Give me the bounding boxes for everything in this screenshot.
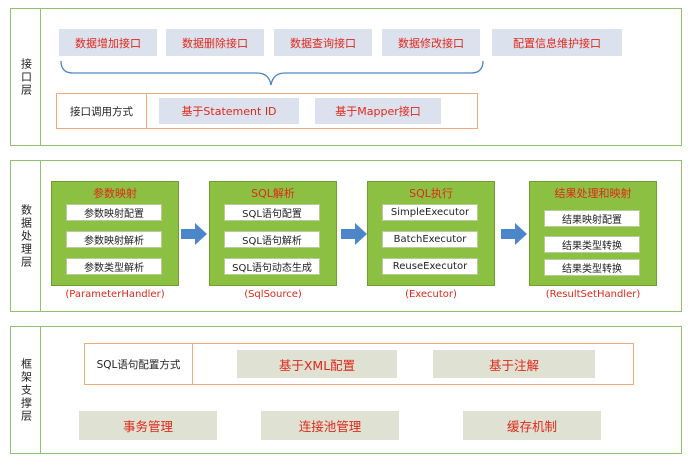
sql-dynamic-generate: SQL语句动态生成 xyxy=(224,258,320,275)
connection-pool-management: 连接池管理 xyxy=(261,411,399,440)
config-maintain-interface: 配置信息维护接口 xyxy=(492,29,622,56)
sql-source-caption: (SqlSource) xyxy=(244,289,302,300)
result-type-convert-2: 结果类型转换 xyxy=(544,259,640,276)
arrow-right-icon xyxy=(181,223,207,245)
reuse-executor: ReuseExecutor xyxy=(382,258,478,275)
result-mapping-title: 结果处理和映射 xyxy=(554,187,632,200)
sql-execute-block: SQL执行 SimpleExecutor BatchExecutor Reuse… xyxy=(367,181,495,286)
framework-support-layer: 框架支撑层 SQL语句配置方式 基于XML配置 基于注解 事务管理 连接池管理 … xyxy=(10,326,682,454)
statement-id-method: 基于Statement ID xyxy=(159,98,299,124)
query-data-interface: 数据查询接口 xyxy=(274,29,372,56)
parameter-handler-caption: (ParameterHandler) xyxy=(65,289,165,300)
data-processing-layer: 数据处理层 参数映射 参数映射配置 参数映射解析 参数类型解析 (Paramet… xyxy=(10,160,682,312)
parameter-mapping-parse: 参数映射解析 xyxy=(66,231,162,248)
arrow-right-icon xyxy=(341,223,367,245)
update-data-interface: 数据修改接口 xyxy=(382,29,480,56)
call-method-frame: 接口调用方式 基于Statement ID 基于Mapper接口 xyxy=(56,93,478,129)
result-mapping-block: 结果处理和映射 结果映射配置 结果类型转换 结果类型转换 xyxy=(529,181,657,286)
sql-config-frame: SQL语句配置方式 基于XML配置 基于注解 xyxy=(84,343,634,385)
mapper-interface-method: 基于Mapper接口 xyxy=(315,98,441,124)
sql-execute-title: SQL执行 xyxy=(409,187,453,200)
executor-caption: (Executor) xyxy=(405,289,457,300)
framework-support-layer-title: 框架支撑层 xyxy=(11,327,41,453)
result-set-handler-caption: (ResultSetHandler) xyxy=(545,289,641,300)
sql-statement-config: SQL语句配置 xyxy=(224,204,320,221)
add-data-interface: 数据增加接口 xyxy=(59,29,157,56)
sql-parse-title: SQL解析 xyxy=(251,187,295,200)
call-method-label: 接口调用方式 xyxy=(57,94,147,128)
interface-layer: 接口层 数据增加接口 数据删除接口 数据查询接口 数据修改接口 配置信息维护接口… xyxy=(10,8,682,146)
annotation-config-method: 基于注解 xyxy=(433,350,595,378)
delete-data-interface: 数据删除接口 xyxy=(166,29,264,56)
sql-statement-parse: SQL语句解析 xyxy=(224,231,320,248)
result-type-convert-1: 结果类型转换 xyxy=(544,236,640,253)
parameter-type-parse: 参数类型解析 xyxy=(66,258,162,275)
batch-executor: BatchExecutor xyxy=(382,231,478,248)
parameter-mapping-block: 参数映射 参数映射配置 参数映射解析 参数类型解析 xyxy=(51,181,179,286)
simple-executor: SimpleExecutor xyxy=(382,204,478,221)
cache-mechanism: 缓存机制 xyxy=(463,411,601,440)
transaction-management: 事务管理 xyxy=(79,411,217,440)
sql-parse-block: SQL解析 SQL语句配置 SQL语句解析 SQL语句动态生成 xyxy=(209,181,337,286)
xml-config-method: 基于XML配置 xyxy=(237,350,397,378)
data-processing-layer-title: 数据处理层 xyxy=(11,161,41,311)
sql-config-label: SQL语句配置方式 xyxy=(85,344,193,384)
interface-layer-title: 接口层 xyxy=(11,9,41,145)
interfaces-brace xyxy=(60,60,484,86)
parameter-mapping-title: 参数映射 xyxy=(93,187,137,200)
parameter-mapping-config: 参数映射配置 xyxy=(66,204,162,221)
result-mapping-config: 结果映射配置 xyxy=(544,210,640,227)
arrow-right-icon xyxy=(501,223,527,245)
